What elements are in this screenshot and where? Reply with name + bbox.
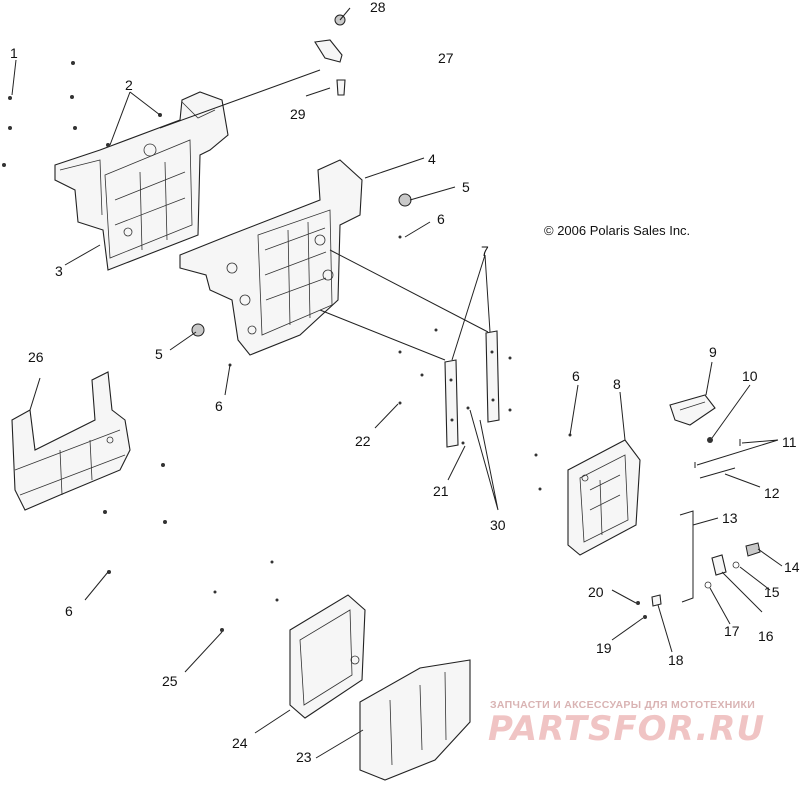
- part-24-seat-back: [289, 594, 366, 719]
- callout-labels: 1 2 3 4 5 5 6 6 6 6 7 8 9 10 11 12 13 14…: [10, 0, 800, 765]
- part-8-seat-bracket: [567, 439, 641, 556]
- leader-lines: [11, 7, 783, 759]
- callout-30: 30: [490, 517, 506, 533]
- part-18-clip: [651, 594, 662, 607]
- fasteners: [2, 61, 741, 632]
- callout-6-right: 6: [572, 368, 580, 384]
- callout-7: 7: [481, 243, 489, 259]
- part-16-bracket: [711, 554, 727, 576]
- watermark-brand: PARTSFOR.RU: [488, 709, 765, 749]
- callout-27: 27: [438, 50, 454, 66]
- callout-6-top: 6: [437, 211, 445, 227]
- callout-28: 28: [370, 0, 386, 15]
- callout-19: 19: [596, 640, 612, 656]
- watermark-tagline: ЗАПЧАСТИ И АКСЕССУАРЫ ДЛЯ МОТОТЕХНИКИ: [490, 699, 755, 711]
- callout-10: 10: [742, 368, 758, 384]
- callout-8: 8: [613, 376, 621, 392]
- part-3-upper-bracket: [54, 91, 229, 271]
- callout-21: 21: [433, 483, 449, 499]
- callout-23: 23: [296, 749, 312, 765]
- callout-20: 20: [588, 584, 604, 600]
- part-27-clip: [314, 39, 343, 63]
- part-5-nut-lower: [191, 323, 205, 337]
- callout-25: 25: [162, 673, 178, 689]
- part-9-latch: [669, 394, 716, 426]
- part-23-seat-cushion: [359, 659, 471, 781]
- callout-1: 1: [10, 45, 18, 61]
- callout-6-bottom: 6: [65, 603, 73, 619]
- callout-4: 4: [428, 151, 436, 167]
- callout-24: 24: [232, 735, 248, 751]
- part-5-nut-upper: [398, 193, 412, 207]
- part-12-pin: [699, 467, 736, 479]
- callout-22: 22: [355, 433, 371, 449]
- part-13-rod: [679, 510, 694, 603]
- watermark: ЗАПЧАСТИ И АКСЕССУАРЫ ДЛЯ МОТОТЕХНИКИ PA…: [488, 699, 765, 749]
- callout-13: 13: [722, 510, 738, 526]
- callout-15: 15: [764, 584, 780, 600]
- callout-14: 14: [784, 559, 800, 575]
- callout-29: 29: [290, 106, 306, 122]
- copyright-notice: © 2006 Polaris Sales Inc.: [544, 223, 690, 238]
- part-14-bumper: [745, 542, 761, 557]
- callout-16: 16: [758, 628, 774, 644]
- callout-2: 2: [125, 77, 133, 93]
- callout-17: 17: [724, 623, 740, 639]
- part-17-washer: [704, 581, 712, 589]
- callout-5-upper: 5: [462, 179, 470, 195]
- part-4-main-panel: [179, 159, 363, 356]
- part-26-heat-shield: [11, 371, 131, 511]
- callout-26: 26: [28, 349, 44, 365]
- part-15-washer: [732, 561, 740, 569]
- callout-18: 18: [668, 652, 684, 668]
- callout-9: 9: [709, 344, 717, 360]
- callout-12: 12: [764, 485, 780, 501]
- callout-5-lower: 5: [155, 346, 163, 362]
- callout-11: 11: [782, 434, 797, 450]
- part-29-bolt: [336, 79, 346, 96]
- callout-3: 3: [55, 263, 63, 279]
- callout-6-mid: 6: [215, 398, 223, 414]
- part-7-rails: [444, 330, 500, 448]
